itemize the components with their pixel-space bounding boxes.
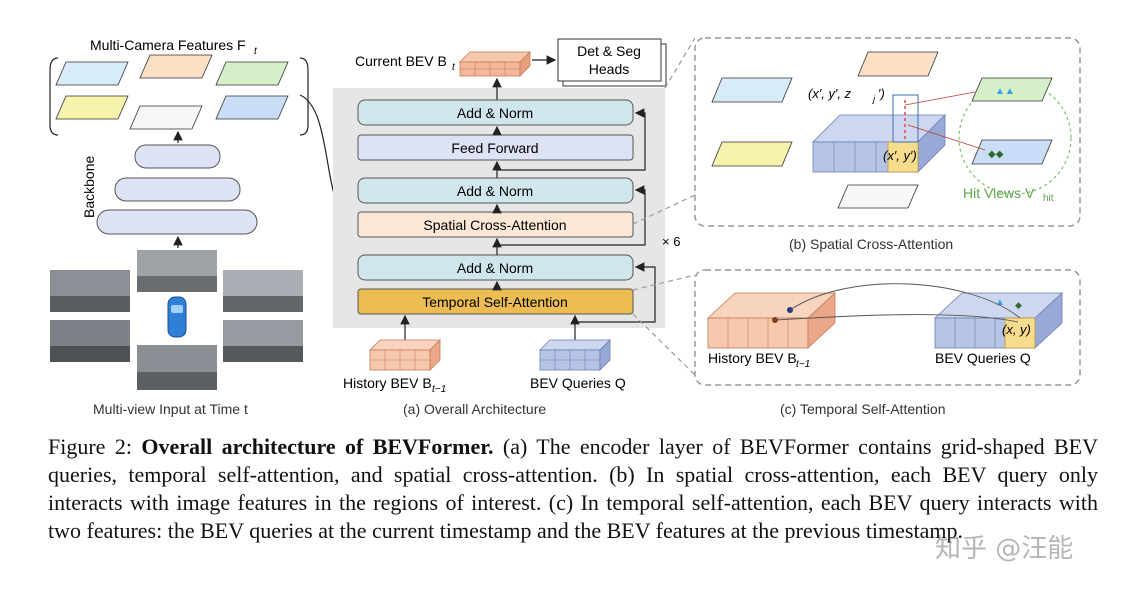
add-norm-block	[357, 177, 634, 204]
spatial-section: ▲▲ ◆◆ Hit Views V hit (x′, y′, z j ′) (x…	[632, 37, 1081, 252]
svg-text:Temporal Self-Attention: Temporal Self-Attention	[422, 294, 568, 310]
bev-queries-label: BEV Queries Q	[530, 375, 626, 391]
temporal-bev-queries: ▲ ◆	[933, 292, 1064, 349]
xy-label: (x, y)	[1002, 322, 1031, 337]
current-bev-grid	[459, 51, 531, 77]
temporal-queries-label: BEV Queries Q	[935, 350, 1031, 366]
svg-text:▲▲: ▲▲	[995, 86, 1015, 97]
hit-views-label: Hit Views V	[963, 185, 1035, 201]
svg-text:▲: ▲	[995, 297, 1005, 308]
feature-map	[139, 54, 213, 79]
multi-camera-section: Multi-Camera Features F t Backbone	[49, 37, 358, 417]
temporal-panel	[694, 269, 1081, 386]
input-caption: Multi-view Input at Time t	[93, 401, 248, 417]
svg-text:t−1: t−1	[796, 359, 810, 370]
backbone-label: Backbone	[81, 156, 97, 218]
svg-text:Add & Norm: Add & Norm	[457, 183, 533, 199]
figure-caption: Figure 2: Overall architecture of BEVFor…	[48, 433, 1098, 545]
svg-text:hit: hit	[1043, 193, 1054, 204]
spatial-caption: (b) Spatial Cross-Attention	[789, 236, 953, 252]
svg-text:◆: ◆	[1015, 300, 1022, 310]
bevformer-figure: Multi-Camera Features F t Backbone	[49, 37, 1081, 417]
reference-point-label: (x′, y′)	[883, 148, 917, 163]
svg-text:Spatial Cross-Attention: Spatial Cross-Attention	[423, 217, 566, 233]
backbone-layer	[114, 177, 241, 202]
repeat-label: × 6	[662, 234, 680, 249]
watermark: 知乎 @汪能	[935, 534, 1074, 564]
history-bev-label: History BEV B	[343, 375, 432, 391]
history-bev-grid	[369, 339, 441, 371]
backbone-layer	[134, 144, 221, 169]
svg-text:Add & Norm: Add & Norm	[457, 260, 533, 276]
temporal-history-label: History BEV B	[708, 350, 797, 366]
temporal-history-bev	[706, 292, 837, 349]
spatial-panel	[694, 37, 1081, 227]
feature-map	[215, 95, 289, 120]
add-norm-block	[357, 99, 634, 126]
svg-text:Add & Norm: Add & Norm	[457, 105, 533, 121]
temporal-caption: (c) Temporal Self-Attention	[780, 401, 945, 417]
multi-camera-subscript: t	[254, 46, 258, 57]
architecture-caption: (a) Overall Architecture	[403, 401, 546, 417]
svg-text:j: j	[872, 94, 876, 104]
right-brace	[299, 57, 309, 136]
svg-text:Det & Seg: Det & Seg	[577, 43, 641, 59]
feature-map	[55, 61, 129, 86]
left-brace	[49, 57, 59, 136]
multi-camera-title: Multi-Camera Features F	[90, 37, 246, 53]
caption-lead: Figure 2:	[48, 434, 142, 459]
caption-title: Overall architecture of BEVFormer.	[141, 434, 494, 459]
bev-queries-grid	[539, 339, 611, 371]
add-norm-block	[357, 254, 634, 281]
ego-car-icon	[167, 296, 187, 338]
svg-text:′): ′)	[878, 86, 885, 101]
svg-text:Heads: Heads	[589, 61, 629, 77]
svg-text:t−1: t−1	[432, 384, 446, 395]
svg-text:t: t	[452, 62, 456, 73]
svg-text:Feed Forward: Feed Forward	[451, 140, 538, 156]
feature-map	[129, 105, 203, 130]
sampling-point-label: (x′, y′, z	[808, 86, 852, 101]
architecture-section: Current BEV B t Det & Seg Heads Add & No…	[333, 38, 680, 417]
svg-text:◆◆: ◆◆	[988, 149, 1004, 160]
temporal-section: ▲ ◆ (x, y) History BEV B t−1 BEV Queries…	[632, 269, 1081, 417]
spatial-bev-grid	[812, 94, 946, 173]
heads-box	[557, 38, 662, 82]
backbone-layer	[96, 209, 258, 235]
caption-body: (a) The encoder layer of BEVFormer conta…	[48, 434, 1099, 543]
feature-map	[215, 61, 289, 86]
feature-map	[55, 95, 129, 120]
current-bev-label: Current BEV B	[355, 53, 447, 69]
